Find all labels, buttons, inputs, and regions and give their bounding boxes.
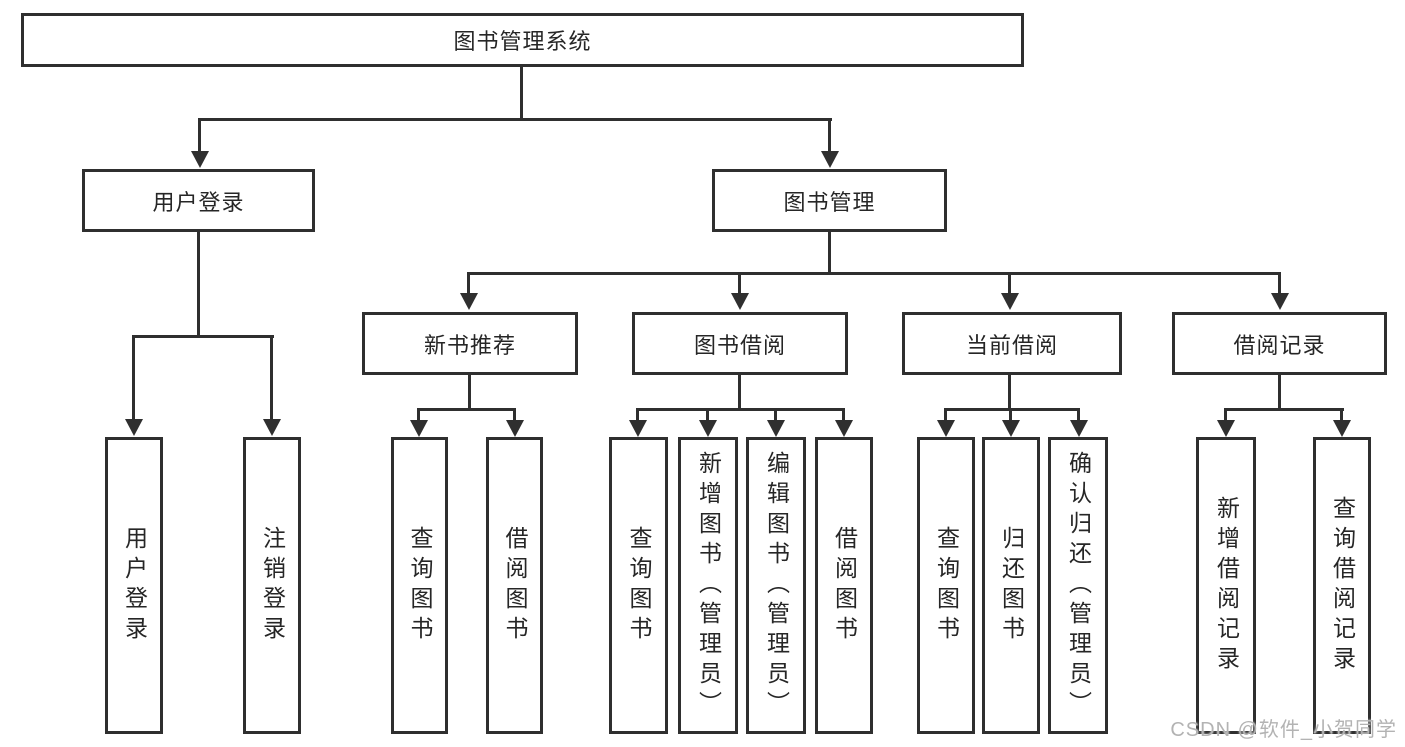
arrow-down-icon	[1077, 408, 1080, 421]
node-book-borrowing: 图书借阅	[632, 312, 848, 375]
arrow-down-icon	[1009, 408, 1012, 421]
connector-vline	[520, 66, 523, 120]
arrow-down-icon	[636, 408, 639, 421]
connector-hline	[198, 118, 832, 121]
arrow-down-icon	[738, 272, 741, 294]
leaf-user-login-label: 用户登录	[121, 525, 148, 646]
leaf-add-borrow-record: 新增借阅记录	[1196, 437, 1256, 734]
connector-vline	[468, 373, 471, 411]
arrow-down-icon	[1224, 408, 1227, 421]
leaf-add-books-admin-label: 新增图书（管理员）	[695, 450, 722, 721]
connector-vline	[197, 231, 200, 338]
leaf-confirm-return-admin-label: 确认归还（管理员）	[1065, 450, 1092, 721]
connector-vline	[1008, 373, 1011, 411]
leaf-borrow-books-2-label: 借阅图书	[831, 525, 858, 646]
leaf-query-books-1: 查询图书	[391, 437, 448, 734]
leaf-query-books-3-label: 查询图书	[933, 525, 960, 646]
leaf-user-login: 用户登录	[105, 437, 163, 734]
connector-hline	[132, 335, 274, 338]
connector-hline	[1224, 408, 1344, 411]
node-borrowing-records: 借阅记录	[1172, 312, 1387, 375]
leaf-query-borrow-record: 查询借阅记录	[1313, 437, 1371, 734]
connector-vline	[828, 231, 831, 275]
connector-hline	[467, 272, 1281, 275]
connector-vline	[1278, 373, 1281, 411]
arrow-down-icon	[706, 408, 709, 421]
watermark: CSDN @软件_小贺同学	[1170, 719, 1397, 741]
arrow-down-icon	[1278, 272, 1281, 294]
leaf-borrow-books-2: 借阅图书	[815, 437, 873, 734]
arrow-down-icon	[198, 118, 201, 152]
leaf-query-books-2: 查询图书	[609, 437, 668, 734]
leaf-query-books-2-label: 查询图书	[626, 525, 652, 646]
node-new-book-recommendation-label: 新书推荐	[423, 332, 516, 358]
node-book-borrowing-label: 图书借阅	[693, 332, 786, 358]
connector-hline	[944, 408, 1080, 411]
node-current-borrowing-label: 当前借阅	[965, 332, 1058, 358]
arrow-down-icon	[774, 408, 777, 421]
arrow-down-icon	[828, 118, 831, 152]
leaf-query-books-1-label: 查询图书	[407, 525, 433, 646]
node-user-login: 用户登录	[82, 169, 315, 232]
leaf-add-books-admin: 新增图书（管理员）	[678, 437, 738, 734]
leaf-query-borrow-record-label: 查询借阅记录	[1329, 495, 1356, 676]
arrow-down-icon	[944, 408, 947, 421]
node-root-library-management-system: 图书管理系统	[21, 13, 1024, 67]
arrow-down-icon	[1340, 408, 1343, 421]
leaf-add-borrow-record-label: 新增借阅记录	[1213, 495, 1240, 676]
leaf-logout-label: 注销登录	[259, 525, 286, 646]
leaf-logout: 注销登录	[243, 437, 301, 734]
node-book-management-label: 图书管理	[783, 189, 876, 215]
node-current-borrowing: 当前借阅	[902, 312, 1122, 375]
arrow-down-icon	[132, 335, 135, 420]
leaf-edit-books-admin: 编辑图书（管理员）	[746, 437, 806, 734]
arrow-down-icon	[270, 335, 273, 420]
arrow-down-icon	[1008, 272, 1011, 294]
connector-hline	[636, 408, 845, 411]
arrow-down-icon	[417, 408, 420, 421]
node-borrowing-records-label: 借阅记录	[1233, 332, 1326, 358]
leaf-borrow-books-1: 借阅图书	[486, 437, 543, 734]
node-root-label: 图书管理系统	[453, 29, 592, 54]
leaf-edit-books-admin-label: 编辑图书（管理员）	[763, 450, 790, 721]
leaf-return-books-label: 归还图书	[998, 525, 1025, 646]
node-new-book-recommendation: 新书推荐	[362, 312, 578, 375]
node-book-management: 图书管理	[712, 169, 947, 232]
leaf-borrow-books-1-label: 借阅图书	[502, 525, 528, 646]
arrow-down-icon	[842, 408, 845, 421]
arrow-down-icon	[467, 272, 470, 294]
arrow-down-icon	[513, 408, 516, 421]
connector-vline	[738, 373, 741, 411]
connector-hline	[417, 408, 516, 411]
leaf-query-books-3: 查询图书	[917, 437, 975, 734]
node-user-login-label: 用户登录	[152, 189, 245, 215]
leaf-confirm-return-admin: 确认归还（管理员）	[1048, 437, 1108, 734]
leaf-return-books: 归还图书	[982, 437, 1040, 734]
